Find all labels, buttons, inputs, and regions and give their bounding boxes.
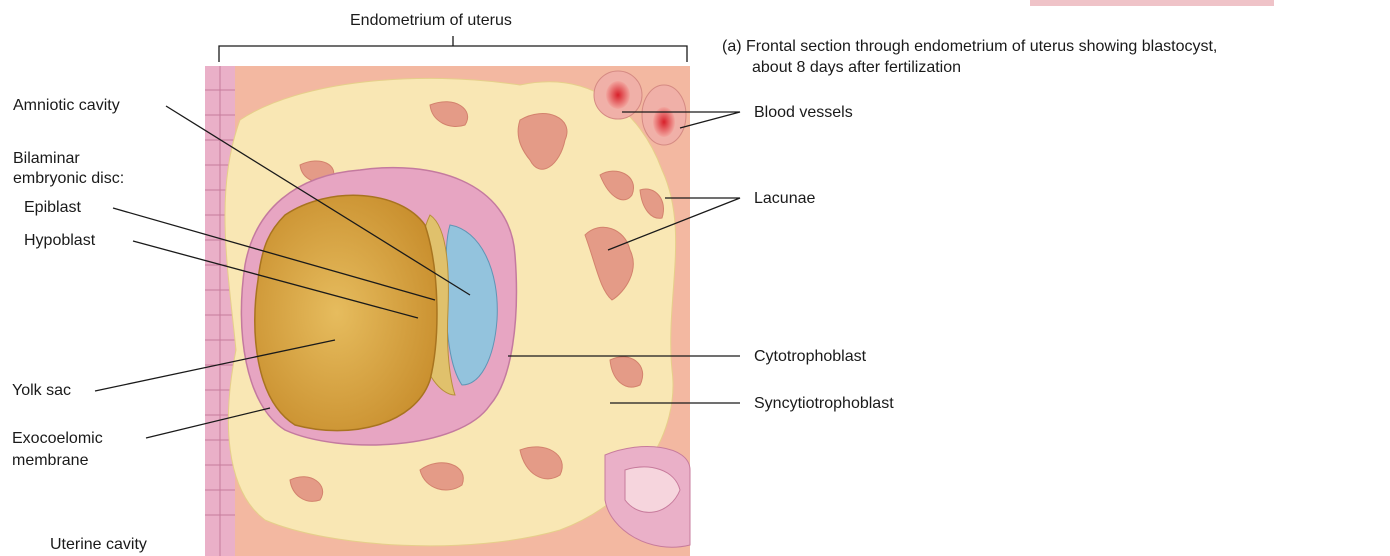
caption-line-2: about 8 days after fertilization	[752, 58, 961, 77]
amniotic-cavity-label: Amniotic cavity	[13, 96, 120, 115]
bilaminar-label-line-1: Bilaminar	[13, 149, 80, 168]
bilaminar-label-line-2: embryonic disc:	[13, 169, 124, 188]
exocoelomic-label-line-2: membrane	[12, 451, 88, 470]
hypoblast-leader	[133, 241, 418, 318]
yolk-sac-leader	[95, 340, 335, 391]
blood-vessels-label: Blood vessels	[754, 103, 853, 122]
blood-vessels-leader	[622, 112, 740, 128]
caption-line-1: (a) Frontal section through endometrium …	[722, 37, 1217, 56]
cytotrophoblast-label: Cytotrophoblast	[754, 347, 866, 366]
uterine-cavity-label: Uterine cavity	[50, 535, 147, 554]
exocoelomic-label-line-1: Exocoelomic	[12, 429, 103, 448]
hypoblast-label: Hypoblast	[24, 231, 95, 250]
endometrium-label: Endometrium of uterus	[350, 11, 512, 30]
yolk-sac-label: Yolk sac	[12, 381, 71, 400]
lacunae-leader	[608, 198, 740, 250]
exocoelomic-leader	[146, 408, 270, 438]
epiblast-label: Epiblast	[24, 198, 81, 217]
syncytiotrophoblast-label: Syncytiotrophoblast	[754, 394, 894, 413]
epiblast-leader	[113, 208, 435, 300]
lacunae-label: Lacunae	[754, 189, 815, 208]
endometrium-bracket	[219, 36, 687, 62]
